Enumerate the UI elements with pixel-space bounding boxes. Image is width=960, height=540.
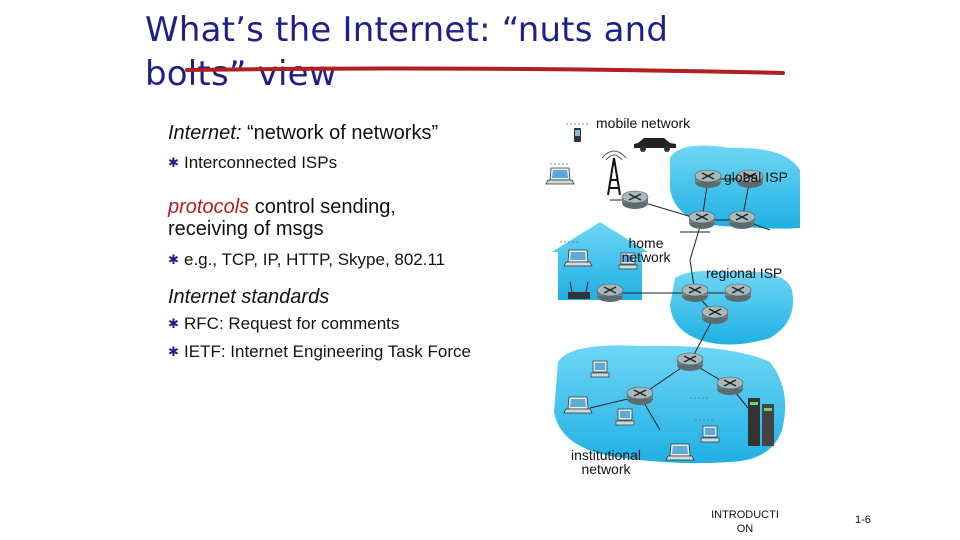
label-home-network-line-1: home — [628, 235, 664, 251]
section-footer-line-1: INTRODUCTI — [711, 509, 779, 521]
bullet-star-icon: ✱ — [168, 252, 179, 267]
label-mobile-network: mobile network — [596, 115, 691, 131]
title-line-1: What’s the Internet: “nuts and — [145, 10, 669, 50]
bullet-1-prefix: Internet: — [168, 122, 247, 144]
label-regional-isp: regional ISP — [706, 265, 783, 281]
bullet-3-sub-2-text: IETF: Internet Engineering Task Force — [184, 342, 471, 361]
bullet-1-sub: ✱ Interconnected ISPs — [168, 153, 337, 173]
title-underline — [185, 66, 785, 75]
home-network-house — [552, 222, 648, 300]
bullet-1-text: “network of networks” — [246, 122, 439, 144]
regional-isp-cloud — [670, 270, 794, 345]
bullet-star-icon: ✱ — [168, 316, 179, 331]
bullet-1-sub-text: Interconnected ISPs — [184, 153, 338, 172]
bullet-2-sub-text: e.g., TCP, IP, HTTP, Skype, 802.11 — [184, 250, 446, 269]
section-footer: INTRODUCTI ON — [700, 508, 790, 536]
bullet-2-keyword: protocols — [168, 196, 250, 218]
bullet-2-line-1: protocols control sending, — [168, 196, 396, 218]
bullet-3: Internet standards — [168, 286, 330, 308]
network-topology — [545, 123, 800, 464]
label-home-network-line-2: network — [621, 249, 671, 265]
bullet-2-sub: ✱ e.g., TCP, IP, HTTP, Skype, 802.11 — [168, 250, 445, 270]
bullet-3-sub-1: ✱ RFC: Request for comments — [168, 314, 399, 334]
page-number: 1-6 — [855, 514, 871, 526]
wifi-router-icon — [568, 281, 590, 299]
internet-diagram: mobile network global ISP home network r… — [530, 100, 800, 485]
bullet-2-line-2: receiving of msgs — [168, 218, 324, 240]
title-line-2: bolts” view — [145, 54, 337, 94]
bullet-star-icon: ✱ — [168, 344, 179, 359]
label-institutional-line-2: network — [581, 461, 631, 477]
label-institutional-network: institutional network — [558, 448, 654, 476]
bullet-1: Internet: “network of networks” — [168, 122, 438, 144]
institutional-network-cloud — [554, 345, 786, 464]
bullet-star-icon: ✱ — [168, 155, 179, 170]
label-home-network: home network — [616, 236, 676, 264]
section-footer-line-2: ON — [736, 523, 754, 535]
server-rack-icon — [748, 398, 774, 446]
global-isp-cloud — [669, 145, 800, 229]
bullet-3-sub-1-text: RFC: Request for comments — [184, 314, 400, 333]
phone-icon — [574, 128, 581, 142]
car-icon — [634, 138, 676, 152]
slide-title: What’s the Internet: “nuts and bolts” vi… — [145, 8, 785, 96]
bullet-3-sub-2: ✱ IETF: Internet Engineering Task Force — [168, 342, 471, 362]
label-global-isp: global ISP — [724, 169, 788, 185]
cell-tower-icon — [601, 150, 627, 196]
bullet-2-line-1-text: control sending, — [249, 196, 396, 218]
label-institutional-line-1: institutional — [570, 447, 642, 463]
